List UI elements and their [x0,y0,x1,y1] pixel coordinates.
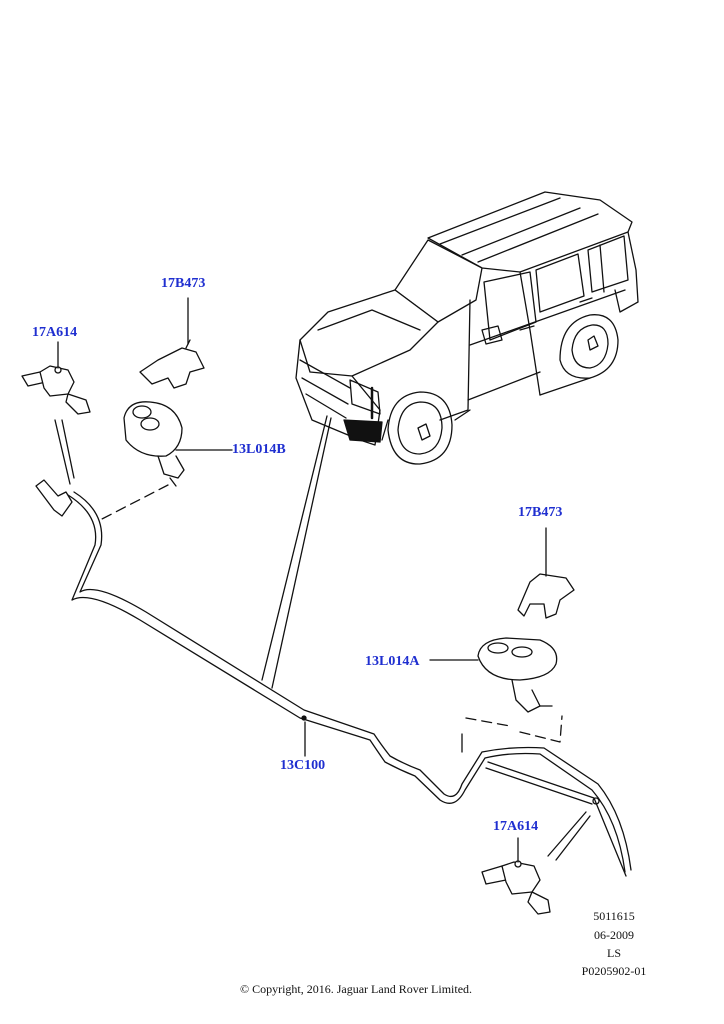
tee-left[interactable] [21,365,91,415]
drawing-date: 06-2009 [594,928,634,942]
callout-jet-right[interactable]: 13L014A [365,654,420,669]
callout-clip-left[interactable]: 17B473 [161,276,206,291]
washer-jet-right[interactable] [477,637,558,713]
tee-left-pointer-lines [54,419,75,485]
drawing-number: 5011615 [593,909,635,923]
jet-left-dash [99,484,169,521]
tee-right[interactable] [481,860,551,915]
drawing-code: LS [606,946,621,960]
tee-right-pointer-lines [547,811,591,861]
callout-tee-right[interactable]: 17A614 [493,819,539,834]
clip-left[interactable] [139,339,205,389]
callout-clip-right[interactable]: 17B473 [518,505,563,520]
vehicle-illustration [295,191,639,465]
callout-hose[interactable]: 13C100 [280,758,326,773]
callout-tee-left[interactable]: 17A614 [32,325,78,340]
drawing-reference: P0205902-01 [581,964,647,978]
hose-connector-left [35,479,73,517]
copyright-notice: © Copyright, 2016. Jaguar Land Rover Lim… [239,982,473,996]
washer-hose[interactable] [67,491,632,877]
jet-right-dash [465,715,563,743]
clip-right[interactable] [517,573,575,619]
callout-jet-left[interactable]: 13L014B [232,442,286,457]
washer-jet-left[interactable] [123,401,185,487]
hose-leader-lines [261,415,332,689]
